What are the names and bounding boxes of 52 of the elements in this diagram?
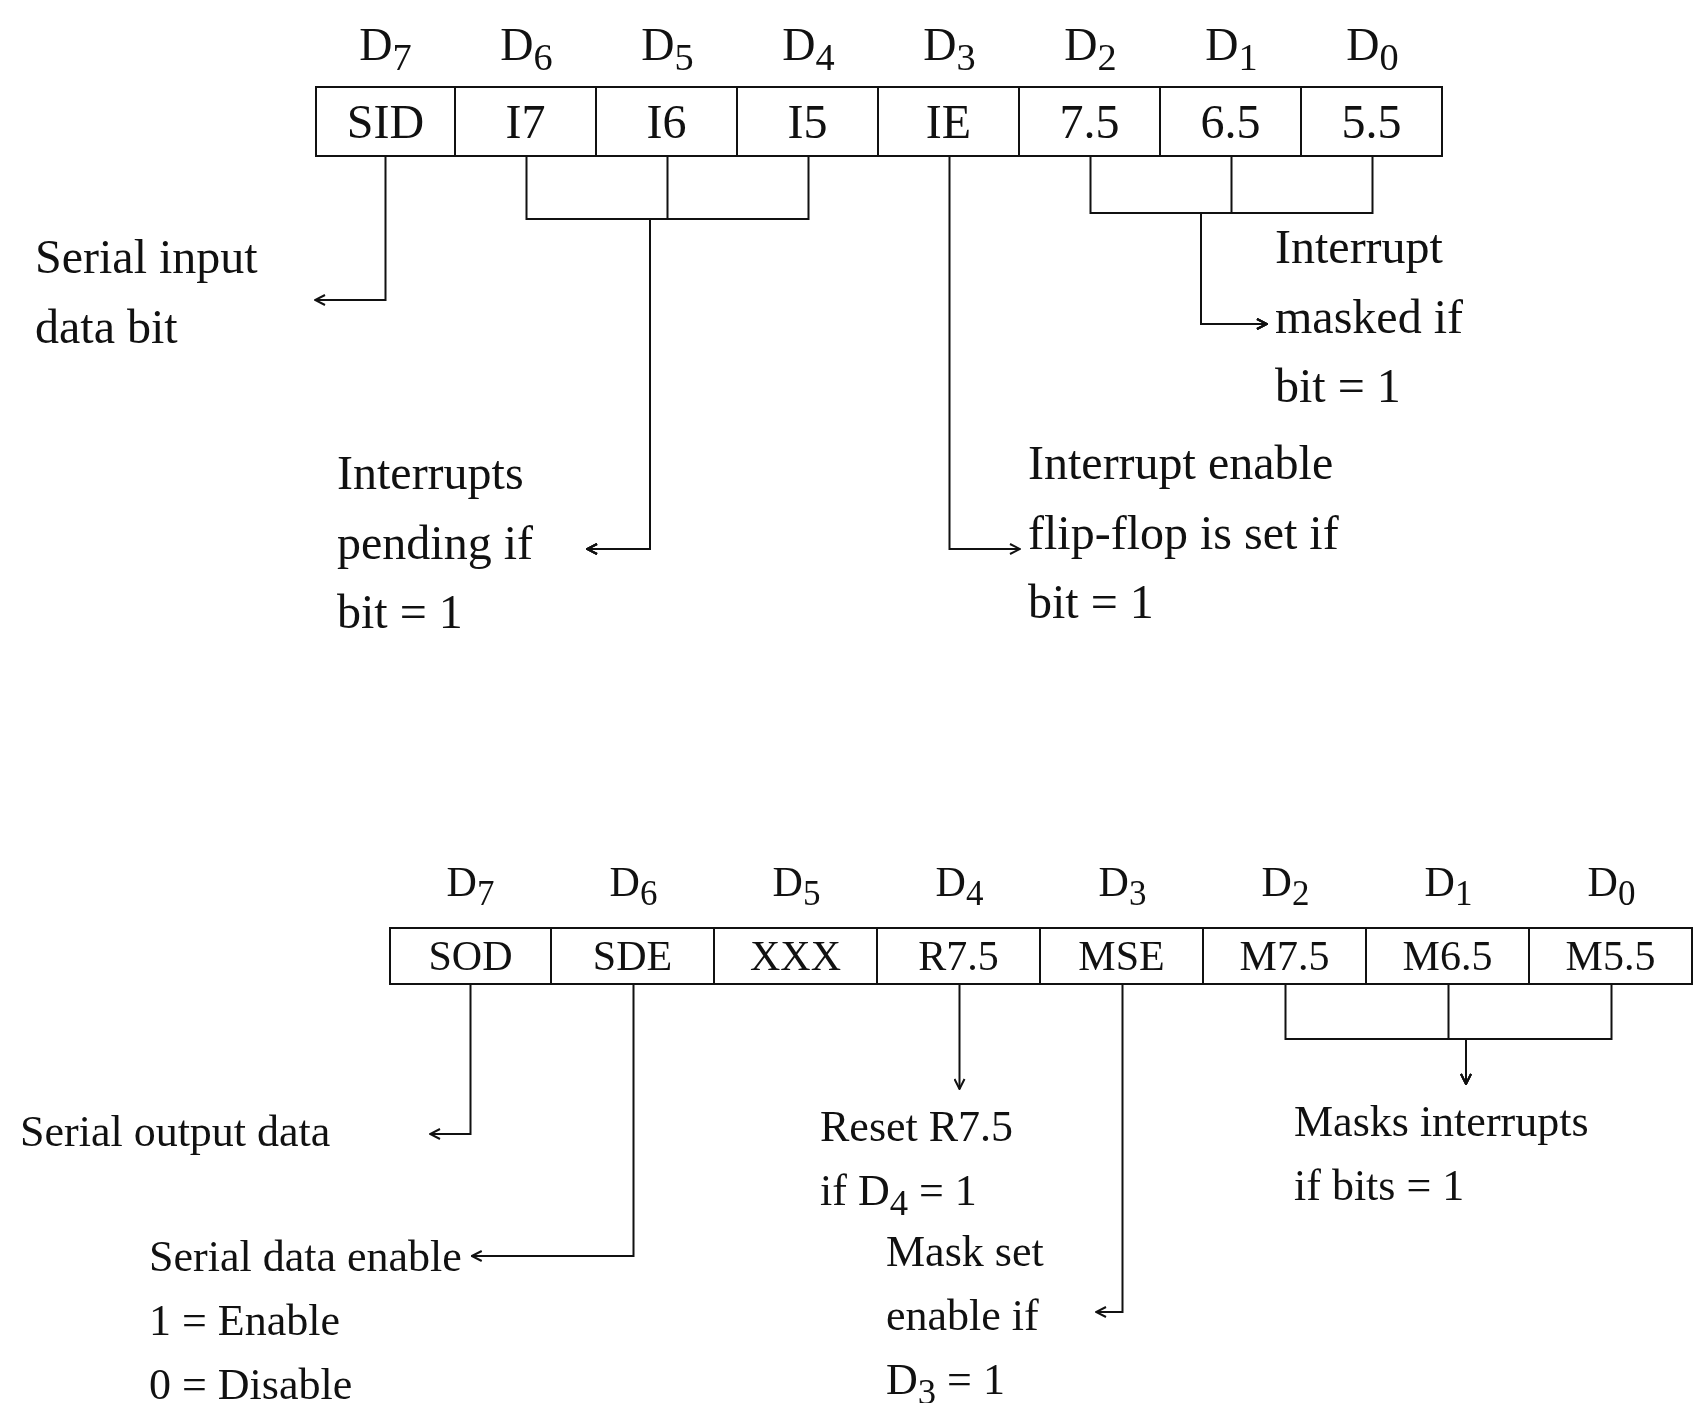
bit-label: D$_{3}$ <box>1098 858 1147 915</box>
bit-label: D$_{7}$ <box>446 858 495 915</box>
annotation-text: Mask set enable if D$_{3}$ = 1 <box>886 1226 1045 1403</box>
bit-label: D$_{5}$ <box>772 858 821 915</box>
register-cell: SDE <box>552 927 715 985</box>
bit-label: D$_{6}$ <box>500 18 553 80</box>
leader-line <box>429 984 472 1140</box>
annotation-text: Interrupt enable flip-flop is set if bit = 1 <box>1028 435 1340 631</box>
leader-line <box>1095 984 1124 1318</box>
bit-label: D$_{2}$ <box>1064 18 1117 80</box>
annotation-text: Reset R7.5 if D$_{4}$ = 1 <box>820 1101 1015 1225</box>
register-cell: SID <box>315 86 456 157</box>
bit-label: D$_{0}$ <box>1587 858 1636 915</box>
register-cell: M6.5 <box>1367 927 1530 985</box>
annotation-text: 1 = Enable <box>149 1294 340 1347</box>
annotation-text: Serial data enable <box>149 1231 462 1283</box>
bit-label: D$_{4}$ <box>935 858 984 915</box>
bit-label: D$_{5}$ <box>641 18 694 80</box>
register-cell: XXX <box>715 927 878 985</box>
register-cell: 6.5 <box>1161 86 1302 157</box>
bit-label: D$_{2}$ <box>1261 858 1310 915</box>
bit-label: D$_{7}$ <box>359 18 412 80</box>
annotation-text: Serial input data bit <box>35 229 259 355</box>
annotation-text: Serial output data <box>20 1106 332 1158</box>
leader-line <box>953 984 966 1090</box>
register-cell: I5 <box>738 86 879 157</box>
register-cell: IE <box>879 86 1020 157</box>
bit-label: D$_{1}$ <box>1424 858 1473 915</box>
annotation-text: Interrupt masked if bit = 1 <box>1275 219 1464 415</box>
bit-label: D$_{1}$ <box>1205 18 1258 80</box>
register-cell: I6 <box>597 86 738 157</box>
register-cell: 5.5 <box>1302 86 1443 157</box>
leader-line <box>586 156 810 555</box>
register-cell: 7.5 <box>1020 86 1161 157</box>
annotation-text: 0 = Disable <box>149 1358 353 1403</box>
leader-line <box>470 984 635 1262</box>
register-cell: M7.5 <box>1204 927 1367 985</box>
register-cell: M5.5 <box>1530 927 1693 985</box>
annotation-text: Interrupts pending if bit = 1 <box>337 445 534 641</box>
register-cell: I7 <box>456 86 597 157</box>
bit-label: D$_{3}$ <box>923 18 976 80</box>
register-cell: SOD <box>389 927 552 985</box>
leader-line <box>1460 984 1613 1085</box>
leader-line <box>314 156 387 306</box>
annotation-text: Masks interrupts if bits = 1 <box>1294 1096 1590 1212</box>
bit-label: D$_{6}$ <box>609 858 658 915</box>
bit-label: D$_{4}$ <box>782 18 835 80</box>
leader-line <box>948 156 1021 555</box>
register-cell: MSE <box>1041 927 1204 985</box>
register-cell: R7.5 <box>878 927 1041 985</box>
bit-label: D$_{0}$ <box>1346 18 1399 80</box>
leader-line <box>1200 156 1374 330</box>
